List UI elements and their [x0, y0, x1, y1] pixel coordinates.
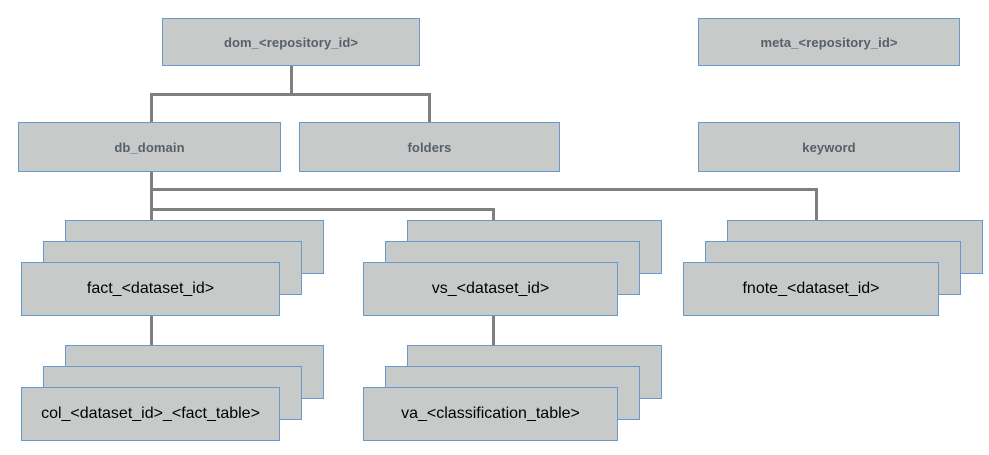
node-fact-sheet-front[interactable]: fact_<dataset_id>: [21, 262, 280, 316]
node-va-stack[interactable]: va_<classification_table>: [363, 345, 662, 441]
node-col-label: col_<dataset_id>_<fact_table>: [41, 405, 260, 422]
node-dom[interactable]: dom_<repository_id>: [162, 18, 420, 66]
node-fnote-sheet-front[interactable]: fnote_<dataset_id>: [683, 262, 939, 316]
node-db-domain[interactable]: db_domain: [18, 122, 281, 172]
node-keyword[interactable]: keyword: [698, 122, 960, 172]
node-keyword-label: keyword: [802, 139, 856, 155]
node-vs-sheet-front[interactable]: vs_<dataset_id>: [363, 262, 618, 316]
node-folders-label: folders: [407, 139, 452, 155]
node-dom-label: dom_<repository_id>: [223, 34, 359, 50]
connector-dom-to-folders: [428, 93, 431, 123]
node-vs-label: vs_<dataset_id>: [431, 280, 550, 297]
connector-db-to-vs-bar: [150, 208, 495, 211]
node-fnote-stack[interactable]: fnote_<dataset_id>: [683, 220, 983, 316]
connector-vs-to-va: [492, 274, 495, 400]
connector-dom-trunk: [290, 66, 293, 94]
node-db-domain-label: db_domain: [114, 139, 185, 155]
node-col-stack[interactable]: col_<dataset_id>_<fact_table>: [21, 345, 324, 441]
connector-db-to-fnote-bar: [150, 188, 818, 191]
connector-dom-split-bar: [150, 93, 430, 96]
node-va-sheet-front[interactable]: va_<classification_table>: [363, 387, 618, 441]
node-folders[interactable]: folders: [299, 122, 560, 172]
node-fact-stack[interactable]: fact_<dataset_id>: [21, 220, 324, 316]
node-va-label: va_<classification_table>: [401, 405, 580, 422]
node-fnote-label: fnote_<dataset_id>: [742, 280, 880, 297]
node-fact-label: fact_<dataset_id>: [86, 280, 215, 297]
connector-dom-to-db: [150, 93, 153, 123]
node-vs-stack[interactable]: vs_<dataset_id>: [363, 220, 662, 316]
node-col-sheet-front[interactable]: col_<dataset_id>_<fact_table>: [21, 387, 280, 441]
node-meta-label: meta_<repository_id>: [760, 34, 898, 50]
node-meta[interactable]: meta_<repository_id>: [698, 18, 960, 66]
